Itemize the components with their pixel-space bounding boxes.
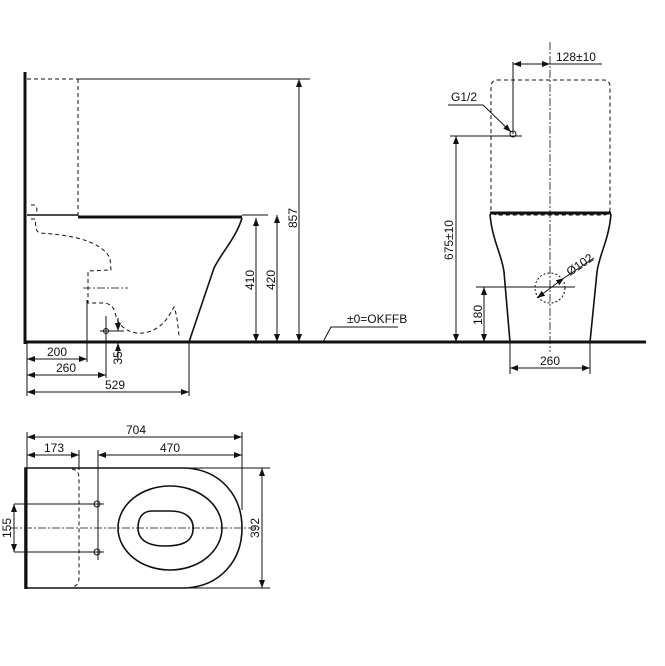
dim-392-label: 392 <box>248 518 262 538</box>
inlet-point <box>509 130 517 138</box>
g12-leader <box>448 104 512 133</box>
dim-260-front-label: 260 <box>540 354 560 368</box>
outlet-circle <box>534 272 566 304</box>
bowl-opening <box>137 510 194 547</box>
inlet-thread-label: G1/2 <box>451 90 477 104</box>
dim-529-label: 529 <box>105 378 125 392</box>
dim-155-label: 155 <box>0 518 14 538</box>
dim-173-label: 173 <box>44 441 64 455</box>
dim-35-label: 35 <box>111 351 125 365</box>
top-view: 155 704 173 470 392 <box>0 423 270 589</box>
bowl-right-side <box>589 213 612 343</box>
dim-128-label: 128±10 <box>556 50 596 64</box>
bowl-left-side <box>489 213 511 343</box>
outlet-point <box>103 328 109 334</box>
dim-diameter-label: Ø102 <box>564 250 596 278</box>
tank-hidden-outline <box>490 79 611 216</box>
front-view: Ø102 128±10 G1/2 675±10 180 260 <box>442 42 612 374</box>
dim-180-label: 180 <box>471 305 485 325</box>
bowl-front-outline <box>188 217 243 343</box>
trapway-hidden <box>31 204 180 337</box>
dim-260-label: 260 <box>56 361 76 375</box>
dim-470-label: 470 <box>160 441 180 455</box>
floor-reference-label: ±0=OKFFB <box>347 312 407 326</box>
dim-857-label: 857 <box>286 208 300 228</box>
dim-420-label: 420 <box>264 270 278 290</box>
floor-reference-leader <box>322 326 398 343</box>
dim-200-label: 200 <box>47 345 67 359</box>
side-view: 857 410 420 35 200 260 529 ±0=OKFFB <box>23 72 646 396</box>
tank-hidden-top <box>71 468 80 588</box>
dim-410-label: 410 <box>243 270 257 290</box>
dim-704-label: 704 <box>126 423 146 437</box>
dim-675-label: 675±10 <box>442 220 456 260</box>
